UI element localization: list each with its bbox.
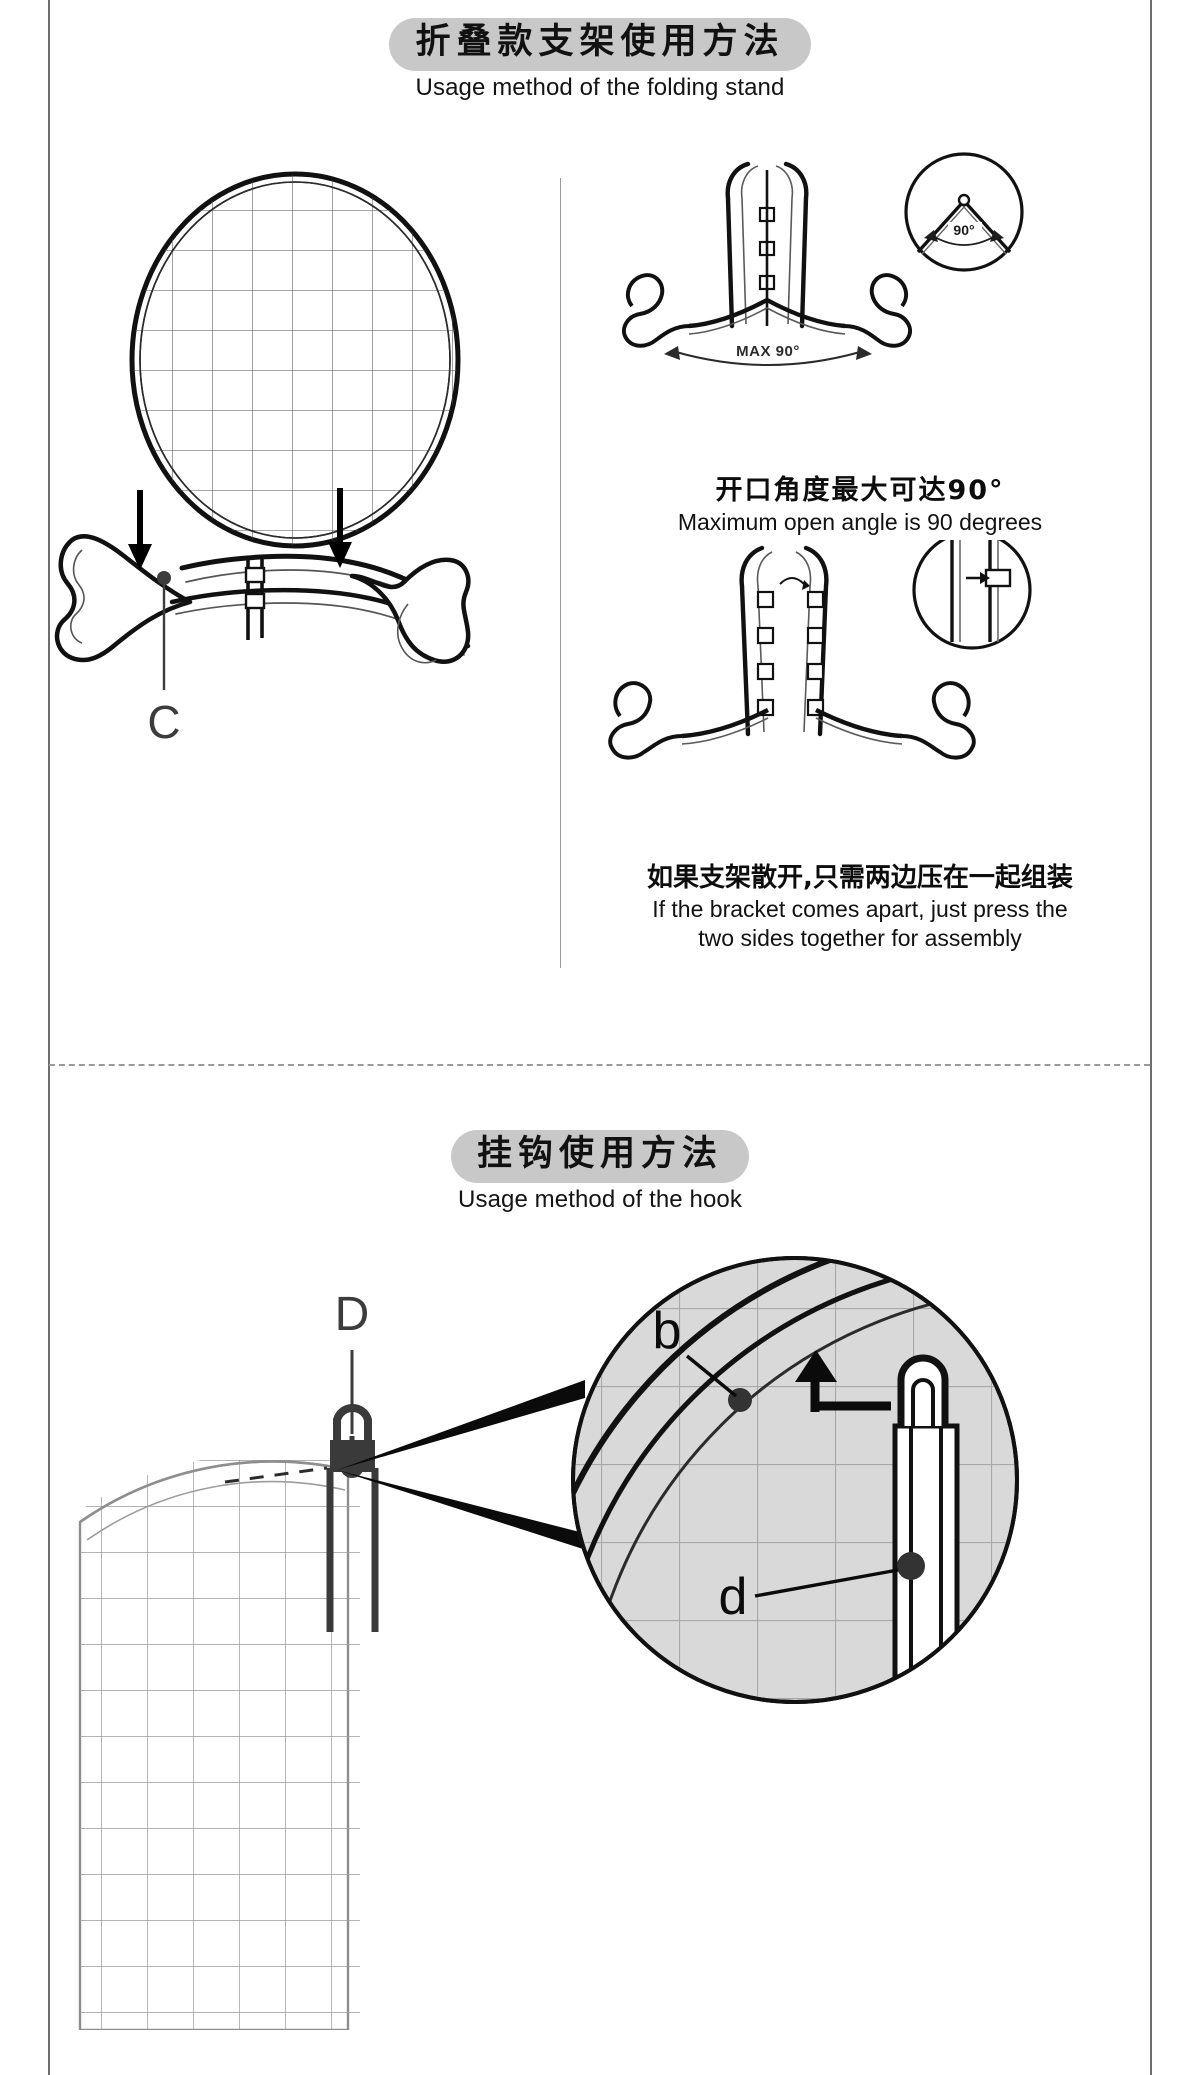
magnifier-circle: b d xyxy=(571,1256,1019,1704)
max-angle-label: MAX 90° xyxy=(736,343,800,360)
section-divider xyxy=(49,1064,1150,1066)
press-arrow-left xyxy=(128,490,152,570)
illustration-stand-open-angle: MAX 90° 90° xyxy=(621,152,1024,366)
magnifier-connector xyxy=(337,1380,611,1558)
label-d-group: D xyxy=(335,1288,370,1434)
page-border-right xyxy=(1150,0,1152,2075)
column-separator xyxy=(560,178,561,968)
clip-inset-circle xyxy=(912,540,1032,650)
page-border-left xyxy=(48,0,50,2075)
inset-angle-label: 90° xyxy=(953,222,974,238)
section-2-title-en: Usage method of the hook xyxy=(458,1185,742,1213)
label-b-group: b xyxy=(653,1302,752,1412)
puzzle-quarter xyxy=(78,1460,360,2030)
section-1-title-en: Usage method of the folding stand xyxy=(415,73,785,101)
max-angle-dimension: MAX 90° xyxy=(664,342,872,366)
label-c: C xyxy=(147,696,180,748)
section-1-heading: 折叠款支架使用方法 Usage method of the folding st… xyxy=(0,18,1200,102)
caption-assembly-cn: 如果支架散开,只需两边压在一起组装 xyxy=(647,863,1073,893)
caption-assembly-en-line1: If the bracket comes apart, just press t… xyxy=(652,895,1068,922)
hook-part xyxy=(224,1404,379,1632)
caption-max-angle-en: Maximum open angle is 90 degrees xyxy=(677,508,1043,535)
illustration-plate-on-stand: C xyxy=(54,171,471,748)
press-arrow-right xyxy=(328,488,352,568)
caption-max-angle: 开口角度最大可达90° Maximum open angle is 90 deg… xyxy=(560,474,1160,538)
section-2-title-cn: 挂钩使用方法 xyxy=(450,1130,749,1183)
caption-max-angle-cn: 开口角度最大可达90° xyxy=(715,475,1005,506)
leader-dot-c xyxy=(157,571,171,585)
caption-assembly-en-line2: two sides together for assembly xyxy=(698,925,1022,952)
label-b: b xyxy=(653,1302,682,1360)
section-1-title-cn: 折叠款支架使用方法 xyxy=(389,18,811,71)
section-2-heading: 挂钩使用方法 Usage method of the hook xyxy=(0,1130,1200,1214)
illustration-stand-comes-apart xyxy=(608,540,1032,760)
angle-inset-circle: 90° xyxy=(904,152,1024,272)
label-d-magnified-group: d xyxy=(719,1552,925,1626)
label-d-magnified: d xyxy=(719,1568,748,1626)
label-d: D xyxy=(335,1288,370,1341)
illustration-hook-usage: D xyxy=(78,1256,1019,2030)
caption-assembly: 如果支架散开,只需两边压在一起组装 If the bracket comes a… xyxy=(552,862,1168,954)
